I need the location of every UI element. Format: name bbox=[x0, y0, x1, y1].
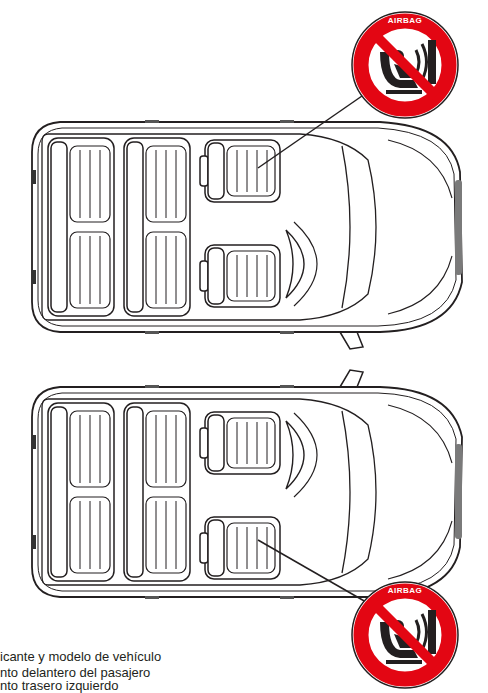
warning-sign: AIRBAG bbox=[350, 580, 460, 690]
note-text: icante y modelo de vehículo bbox=[0, 650, 161, 663]
sign-text: AIRBAG bbox=[350, 586, 460, 595]
car-bottom bbox=[32, 370, 462, 599]
airbag-warning-sign bbox=[350, 580, 460, 690]
car-top bbox=[32, 120, 462, 349]
note-text: nto trasero izquierdo bbox=[0, 679, 119, 692]
airbag-warning-sign bbox=[350, 10, 460, 120]
leader-line bbox=[258, 540, 366, 602]
leader-line bbox=[258, 96, 362, 168]
sign-text: AIRBAG bbox=[350, 16, 460, 25]
note-text: nto delantero del pasajero bbox=[0, 666, 150, 679]
warning-sign: AIRBAG bbox=[350, 10, 460, 120]
